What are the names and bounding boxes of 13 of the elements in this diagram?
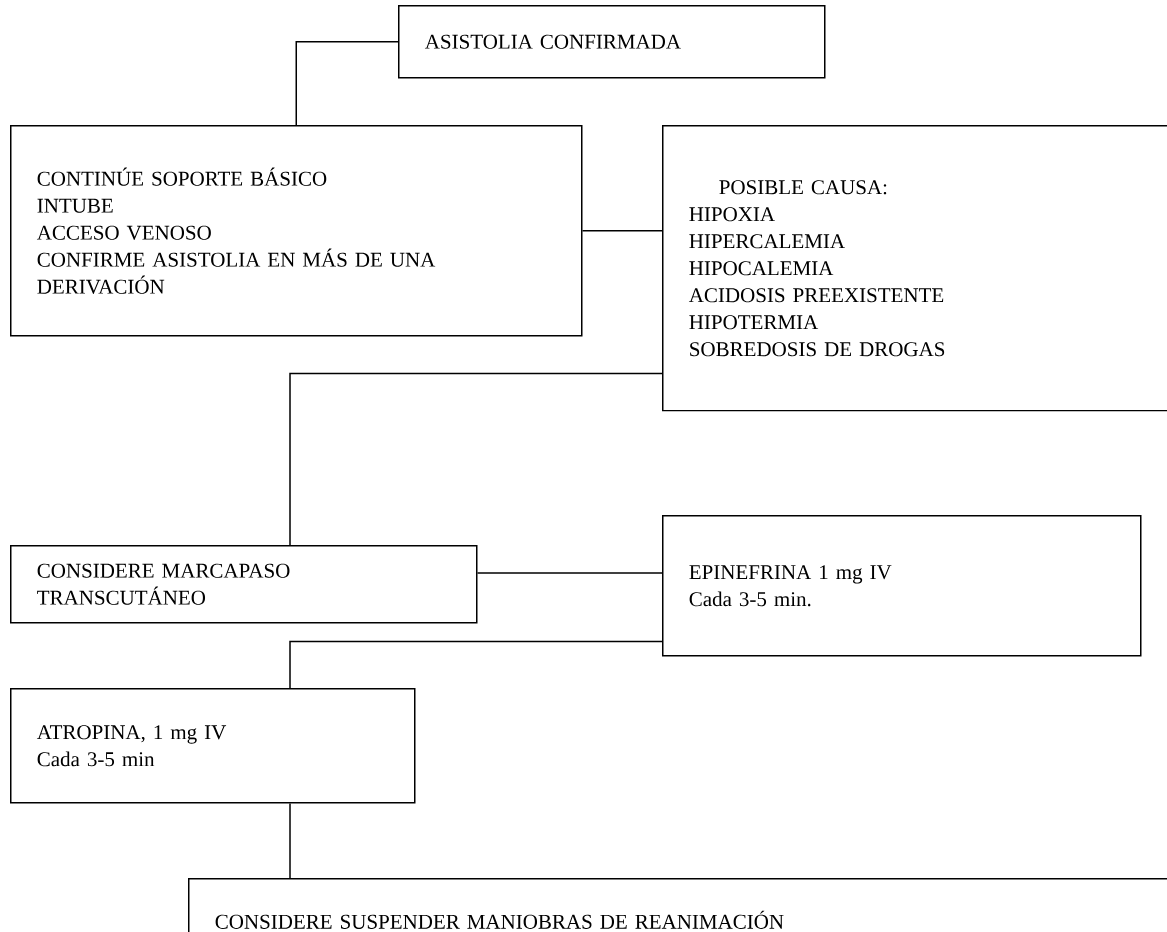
process-box: ATROPINA, 1 mg IV Cada 3-5 min bbox=[10, 688, 416, 804]
process-box: CONSIDERE MARCAPASO TRANSCUTÁNEO bbox=[10, 545, 478, 624]
connector-line bbox=[289, 802, 291, 879]
connector-line bbox=[289, 372, 663, 546]
process-box: POSIBLE CAUSA: HIPOXIA HIPERCALEMIA HIPOCALEMIA ACIDOSIS PREEXISTENTE HIPOTERMIA SOBREDOSIS DE DROGAS bbox=[662, 125, 1167, 412]
connector-line bbox=[581, 230, 663, 232]
connector-line bbox=[289, 640, 663, 689]
process-box: ASISTOLIA CONFIRMADA bbox=[398, 5, 826, 79]
connector-line bbox=[295, 41, 399, 126]
process-box: EPINEFRINA 1 mg IV Cada 3-5 min. bbox=[662, 515, 1142, 657]
connector-line bbox=[476, 572, 663, 574]
process-box: CONTINÚE SOPORTE BÁSICO INTUBE ACCESO VENOSO CONFIRME ASISTOLIA EN MÁS DE UNA DERIVACIÓN bbox=[10, 125, 583, 337]
process-box: CONSIDERE SUSPENDER MANIOBRAS DE REANIMACIÓN bbox=[188, 878, 1167, 932]
